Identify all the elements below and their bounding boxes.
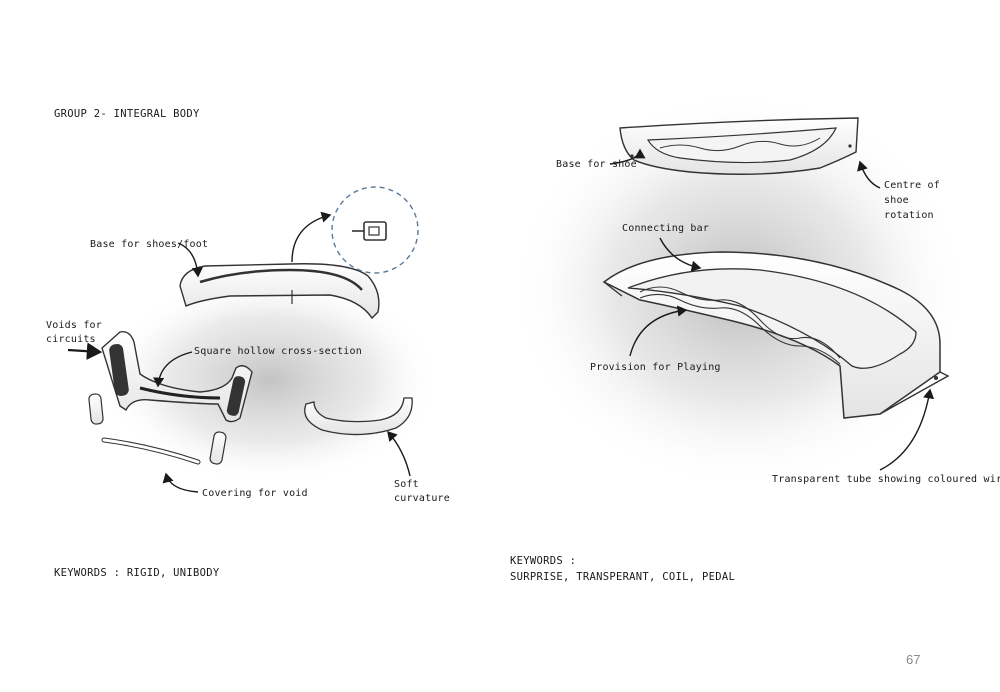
right-base-object <box>619 117 859 175</box>
covering-arrow <box>162 472 199 493</box>
left-hollow-body <box>101 331 253 423</box>
label-transparent-tube: Transparent tube showing coloured wires <box>772 474 1000 485</box>
hollow-arrow <box>153 351 193 388</box>
label-voids-line1: Voids for <box>46 320 102 331</box>
label-soft-line1: Soft <box>394 479 419 490</box>
left-title: GROUP 2- INTEGRAL BODY <box>54 108 200 120</box>
connecting-arrow <box>659 237 702 272</box>
rotation-arrow <box>857 160 881 189</box>
base-shoe-arrow <box>609 148 646 165</box>
label-centre-line1: Centre of <box>884 180 940 191</box>
playing-arrow <box>629 305 688 357</box>
label-centre-line2: shoe <box>884 195 909 206</box>
left-keywords: KEYWORDS : RIGID, UNIBODY <box>54 567 220 579</box>
soft-curve-object <box>304 397 413 436</box>
cross-section-detail <box>331 186 419 274</box>
label-covering-for-void: Covering for void <box>202 488 308 499</box>
detail-arrow <box>291 211 332 263</box>
void-covers <box>88 393 227 465</box>
label-base-for-shoes: Base for shoes/foot <box>90 239 209 250</box>
soft-arrow <box>387 430 411 477</box>
label-centre-line3: rotation <box>884 210 934 221</box>
tube-arrow <box>879 388 935 471</box>
page-number: 67 <box>906 652 921 667</box>
right-keywords: SURPRISE, TRANSPERANT, COIL, PEDAL <box>510 571 736 583</box>
label-square-hollow: Square hollow cross-section <box>194 346 362 357</box>
voids-arrow <box>67 342 103 360</box>
label-voids-line2: circuits <box>46 334 96 345</box>
label-connecting-bar: Connecting bar <box>622 223 710 234</box>
base-arrow <box>177 242 203 278</box>
label-provision-for-playing: Provision for Playing <box>590 362 721 373</box>
right-main-object <box>602 251 950 419</box>
left-base-object <box>179 263 380 320</box>
right-keywords-label: KEYWORDS : <box>510 555 577 567</box>
label-base-for-shoe: Base for shoe <box>556 159 637 170</box>
label-soft-line2: curvature <box>394 493 450 504</box>
